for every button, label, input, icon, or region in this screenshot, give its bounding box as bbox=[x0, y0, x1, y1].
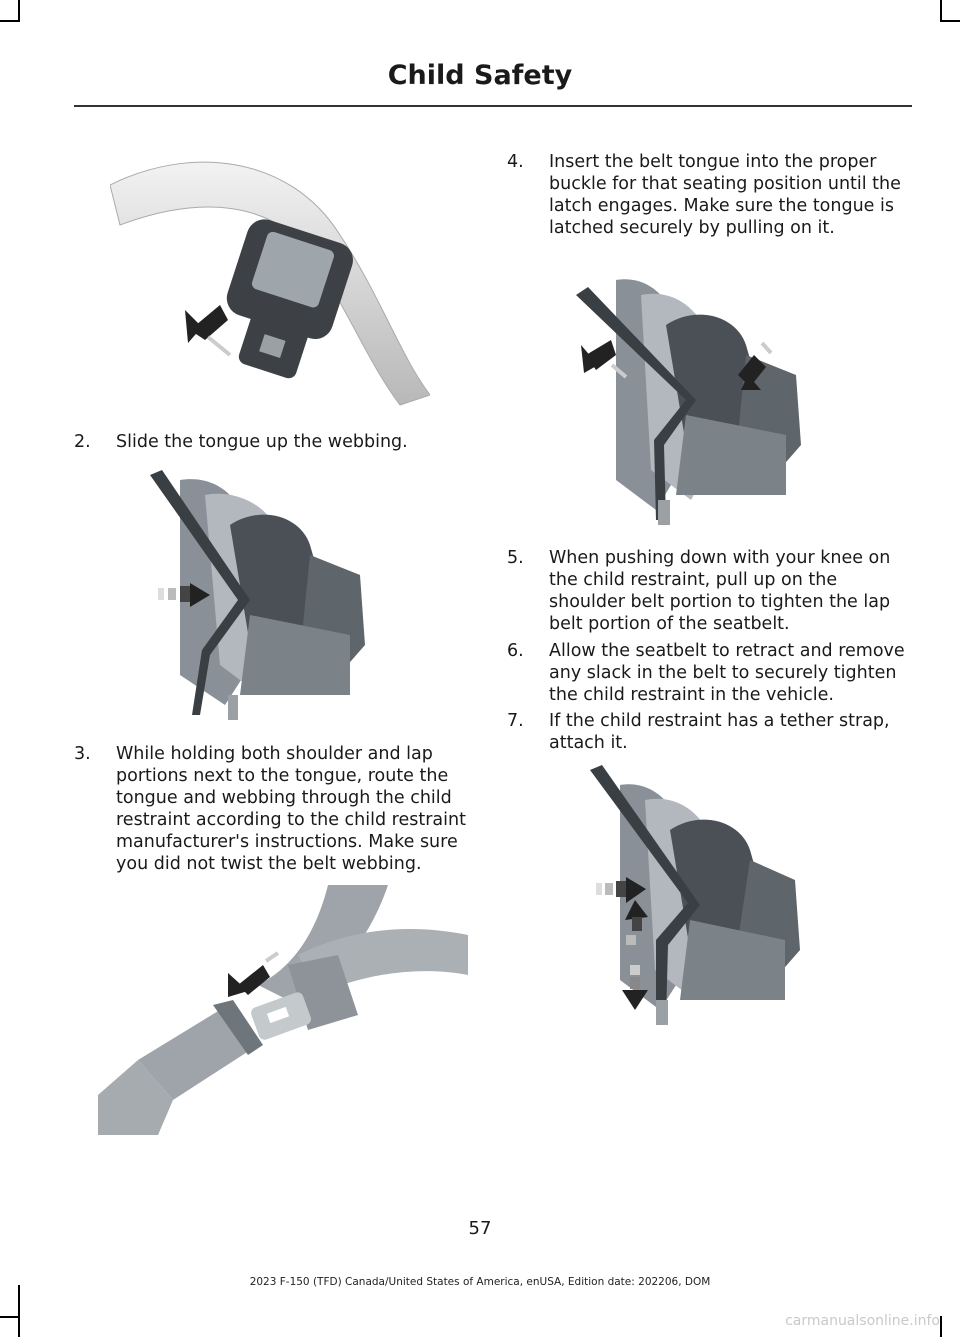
child-seat-slide-tongue-illustration bbox=[150, 470, 365, 720]
step-number: 6. bbox=[507, 641, 524, 661]
page-title: Child Safety bbox=[387, 60, 573, 91]
step-text: Insert the belt tongue into the proper b… bbox=[549, 152, 901, 238]
tongue-and-buckle-illustration bbox=[98, 885, 468, 1135]
step-number: 7. bbox=[507, 711, 524, 731]
crop-mark bbox=[18, 0, 20, 22]
tongue-on-webbing-illustration bbox=[110, 161, 430, 406]
watermark: carmanualsonline.info bbox=[785, 1313, 940, 1329]
step-text: If the child restraint has a tether stra… bbox=[549, 711, 890, 753]
step-text: When pushing down with your knee on the … bbox=[549, 548, 891, 634]
crop-mark bbox=[940, 1316, 942, 1337]
step-number: 4. bbox=[507, 152, 524, 172]
crop-mark bbox=[0, 1316, 20, 1318]
crop-mark bbox=[940, 0, 942, 22]
child-seat-buckle-illustration bbox=[576, 279, 801, 525]
edition-line: 2023 F-150 (TFD) Canada/United States of… bbox=[249, 1276, 711, 1288]
crop-mark bbox=[18, 1285, 20, 1337]
crop-mark bbox=[940, 20, 960, 22]
child-seat-tighten-illustration bbox=[590, 765, 800, 1025]
step-number: 5. bbox=[507, 548, 524, 568]
page-number: 57 bbox=[468, 1218, 492, 1239]
step-number: 3. bbox=[74, 744, 91, 764]
step-text: While holding both shoulder and lap port… bbox=[116, 744, 466, 874]
crop-mark bbox=[0, 20, 20, 22]
step-text: Slide the tongue up the webbing. bbox=[116, 432, 408, 452]
header-divider bbox=[74, 105, 912, 107]
step-number: 2. bbox=[74, 432, 91, 452]
step-text: Allow the seatbelt to retract and remove… bbox=[549, 641, 905, 705]
